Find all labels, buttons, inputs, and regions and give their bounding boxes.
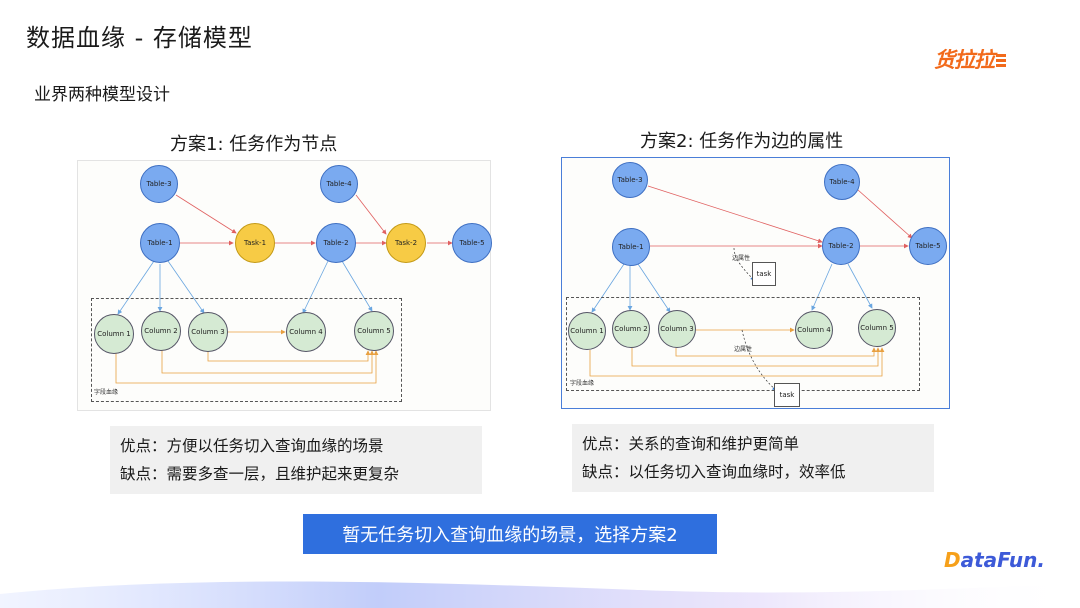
brand-logo: 货拉拉 xyxy=(934,44,1006,74)
plan1-pros-cons: 优点：方便以任务切入查询血缘的场景 缺点：需要多查一层，且维护起来更复杂 xyxy=(110,426,482,494)
plan2-field-lineage-label: 字段血缘 xyxy=(570,380,595,387)
plan1-node-table2: Table-2 xyxy=(316,223,356,263)
plan2-node-col1: Column 1 xyxy=(568,312,606,350)
plan2-node-col5: Column 5 xyxy=(858,309,896,347)
plan1-node-col3: Column 3 xyxy=(188,312,228,352)
plan2-node-table4: Table-4 xyxy=(824,164,860,200)
plan2-node-col3: Column 3 xyxy=(658,310,696,348)
plan2-node-table5: Table-5 xyxy=(909,227,947,265)
plan1-node-table1: Table-1 xyxy=(140,223,180,263)
plan1-edges xyxy=(115,194,453,384)
plan2-cons: 缺点：以任务切入查询血缘时，效率低 xyxy=(582,463,846,481)
plan2-node-table2: Table-2 xyxy=(822,227,860,265)
plan2-pros: 优点：关系的查询和维护更简单 xyxy=(582,435,800,453)
plan2-node-col2: Column 2 xyxy=(612,310,650,348)
plan2-node-table3: Table-3 xyxy=(612,162,648,198)
plan1-field-lineage-label: 字段血缘 xyxy=(94,389,119,396)
datafun-logo-rest: ataFun. xyxy=(960,548,1045,572)
plan1-title: 方案1: 任务作为节点 xyxy=(170,134,338,155)
plan2-task-box-1: task xyxy=(752,262,776,286)
plan1-node-col1: Column 1 xyxy=(94,314,134,354)
plan1-field-lineage-box xyxy=(91,298,402,402)
plan1-node-task1: Task-1 xyxy=(235,223,275,263)
brand-logo-text: 货拉拉 xyxy=(934,48,995,72)
plan1-node-table3: Table-3 xyxy=(140,165,178,203)
datafun-logo: DataFun. xyxy=(944,548,1045,572)
plan2-diagram: 字段血缘 边属性 边属性 task task Table-3 Table-4 T… xyxy=(561,157,950,409)
plan1-node-col5: Column 5 xyxy=(354,311,394,351)
plan2-edge-attr-label-2: 边属性 xyxy=(734,346,753,353)
plan2-edges xyxy=(589,185,913,391)
footer-wave-decoration xyxy=(0,581,1080,608)
plan2-pros-cons: 优点：关系的查询和维护更简单 缺点：以任务切入查询血缘时，效率低 xyxy=(572,424,934,492)
plan1-cons: 缺点：需要多查一层，且维护起来更复杂 xyxy=(120,465,400,483)
page-subtitle: 业界两种模型设计 xyxy=(34,85,170,105)
plan2-title: 方案2: 任务作为边的属性 xyxy=(640,131,844,152)
plan2-node-col4: Column 4 xyxy=(795,311,833,349)
plan2-field-lineage-box xyxy=(566,297,920,391)
page-title: 数据血缘 - 存储模型 xyxy=(26,24,253,52)
logo-streaks-icon xyxy=(996,54,1006,68)
plan2-node-table1: Table-1 xyxy=(612,228,650,266)
plan1-node-col4: Column 4 xyxy=(286,312,326,352)
datafun-logo-d: D xyxy=(944,548,961,572)
conclusion-banner: 暂无任务切入查询血缘的场景，选择方案2 xyxy=(303,514,717,554)
plan1-diagram: 字段血缘 Table-3 Table-4 Table-1 Task-1 Tabl… xyxy=(77,160,492,411)
plan2-task-box-2: task xyxy=(774,383,800,407)
plan1-pros: 优点：方便以任务切入查询血缘的场景 xyxy=(120,437,384,455)
plan1-node-table5: Table-5 xyxy=(452,223,492,263)
plan1-node-table4: Table-4 xyxy=(320,165,358,203)
plan1-node-task2: Task-2 xyxy=(386,223,426,263)
plan1-node-col2: Column 2 xyxy=(141,311,181,351)
plan2-edge-attr-label-1: 边属性 xyxy=(732,255,751,262)
